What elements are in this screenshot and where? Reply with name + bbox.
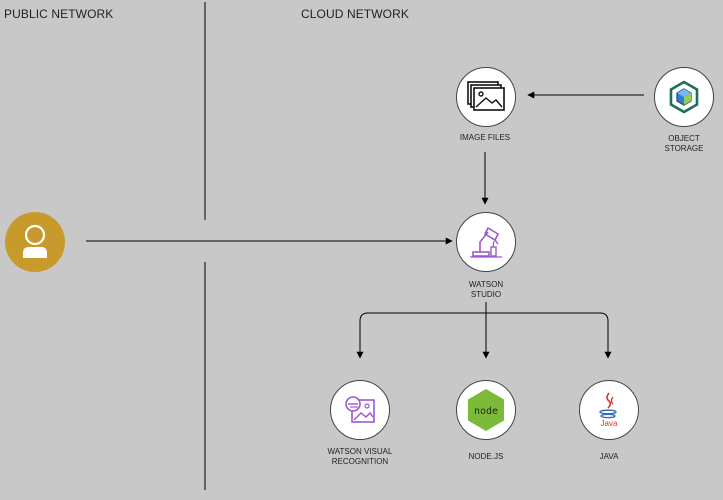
svg-text:node: node	[474, 406, 498, 417]
java-node: Java	[579, 380, 639, 440]
watson-studio-icon	[470, 226, 502, 258]
object-storage-node	[654, 67, 714, 127]
public-network-label: PUBLIC NETWORK	[4, 7, 114, 21]
visual-recognition-node	[330, 380, 390, 440]
cloud-network-label: CLOUD NETWORK	[301, 7, 409, 21]
object-storage-label: OBJECT STORAGE	[664, 134, 704, 153]
java-label: JAVA	[599, 452, 619, 461]
image-files-icon	[467, 81, 505, 111]
user-node	[5, 212, 65, 272]
nodejs-node: node	[456, 380, 516, 440]
arrow-studio-to-java	[486, 312, 612, 359]
object-storage-icon	[669, 80, 699, 114]
image-files-label: IMAGE FILES	[459, 133, 511, 142]
svg-text:Java: Java	[601, 419, 618, 428]
nodejs-label: NODE.JS	[468, 452, 504, 461]
visual-recognition-icon	[345, 396, 375, 423]
image-files-node	[456, 67, 516, 127]
nodejs-icon: node	[468, 389, 504, 431]
arrow-studio-to-visual-recognition	[356, 312, 486, 359]
watson-studio-node	[456, 212, 516, 272]
visual-recognition-label: WATSON VISUAL RECOGNITION	[327, 447, 393, 466]
user-icon	[23, 224, 47, 258]
watson-studio-label: WATSON STUDIO	[468, 280, 504, 299]
java-icon: Java	[599, 392, 618, 428]
